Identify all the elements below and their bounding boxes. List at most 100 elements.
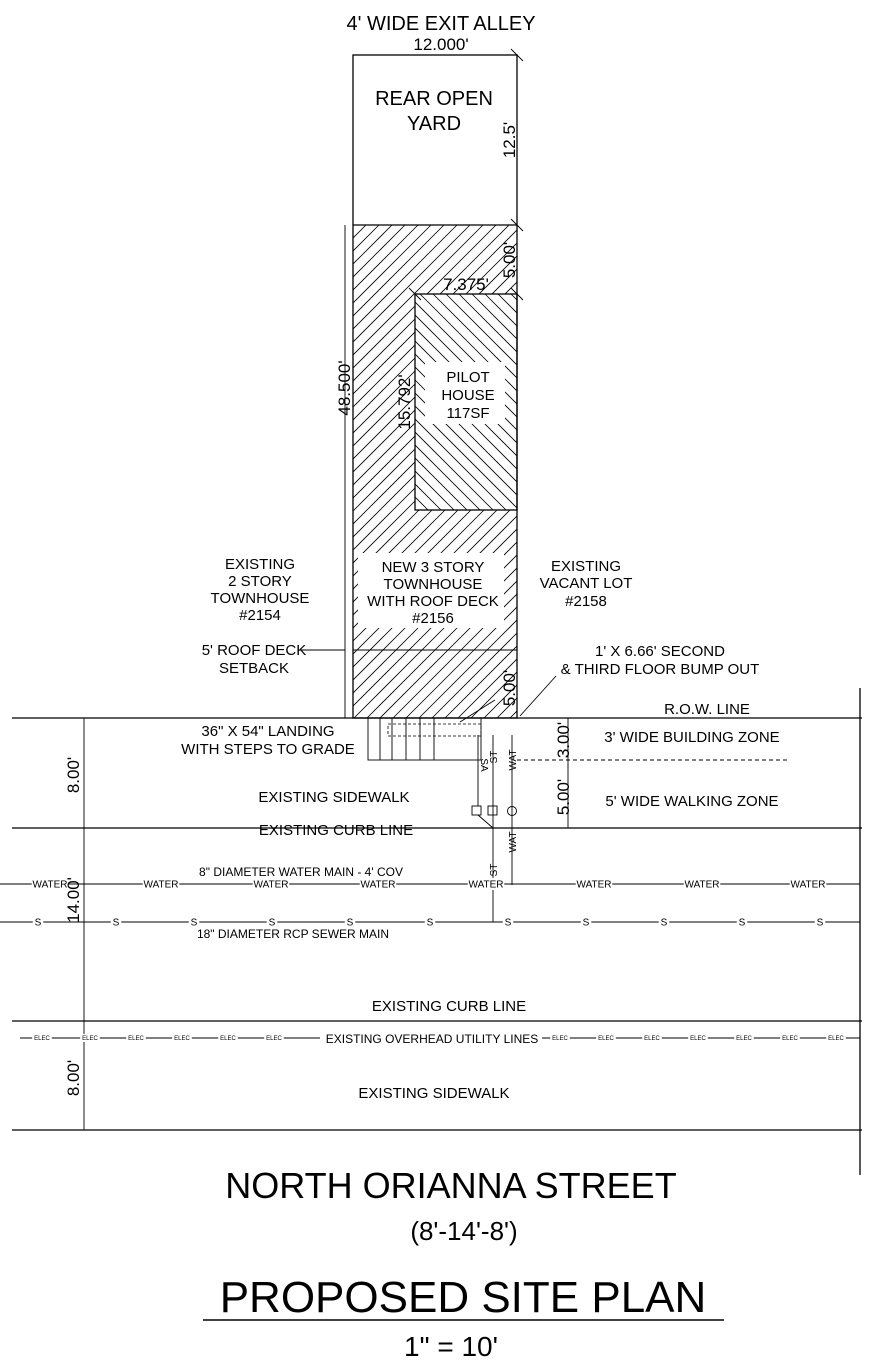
hatch-line bbox=[602, 294, 818, 510]
hatch-line bbox=[353, 225, 484, 356]
right-neighbor-number: #2158 bbox=[565, 593, 607, 610]
hatch-line bbox=[458, 294, 517, 353]
hatch-line bbox=[415, 509, 416, 510]
landing-leader bbox=[459, 699, 496, 723]
sidewalk-top-label: EXISTING SIDEWALK bbox=[258, 789, 409, 806]
elec-tag-bg bbox=[550, 1034, 570, 1042]
landing-label: 36" X 54" LANDING bbox=[201, 723, 334, 740]
pilot-house-area: 117SF bbox=[446, 405, 489, 422]
roof-setback-dim: 5.00' bbox=[500, 670, 519, 706]
hatch-line bbox=[431, 632, 517, 718]
sewer-tag: S bbox=[661, 918, 668, 929]
hatch-line bbox=[366, 567, 517, 718]
elec-tag: ELEC bbox=[174, 1036, 190, 1042]
right-neighbor-label: EXISTING bbox=[551, 558, 621, 575]
street-section: (8'-14'-8') bbox=[410, 1216, 517, 1246]
elec-tag-bg bbox=[218, 1034, 238, 1042]
elec-tag-bg bbox=[264, 1034, 284, 1042]
cleanout-box bbox=[487, 805, 498, 816]
hatch-line bbox=[415, 431, 494, 510]
elec-tag-bg bbox=[172, 1034, 192, 1042]
townhouse-label: NEW 3 STORY bbox=[382, 559, 485, 576]
storm-tag: ST bbox=[489, 864, 500, 877]
hatch-line bbox=[510, 294, 517, 301]
left-neighbor-label: TOWNHOUSE bbox=[211, 590, 310, 607]
hatch-line bbox=[415, 405, 517, 509]
sewer-tag-bg bbox=[188, 916, 200, 928]
curb-bottom-label: EXISTING CURB LINE bbox=[372, 998, 526, 1015]
street-name: NORTH ORIANNA STREET bbox=[225, 1165, 676, 1206]
hatch-line bbox=[654, 294, 870, 510]
water-tag-bg bbox=[467, 878, 505, 890]
elec-tag-bg bbox=[642, 1034, 662, 1042]
street-width-dim: 14.00' bbox=[64, 877, 83, 923]
sewer-main-label: 18" DIAMETER RCP SEWER MAIN bbox=[197, 927, 389, 941]
water-tag: WATER bbox=[254, 880, 289, 891]
landing-steps bbox=[367, 717, 482, 761]
sewer-tag: S bbox=[191, 918, 198, 929]
sidewalk-bottom-dim: 8.00' bbox=[64, 1060, 83, 1096]
townhouse-label: WITH ROOF DECK bbox=[367, 593, 499, 610]
pilot-house-label: PILOT bbox=[446, 369, 489, 386]
roof-setback-label: SETBACK bbox=[219, 660, 289, 677]
hatch-line bbox=[353, 225, 497, 369]
elec-tag: ELEC bbox=[598, 1036, 614, 1042]
hatch-line bbox=[628, 294, 844, 510]
hatch-line bbox=[718, 225, 874, 718]
water-tag: WATER bbox=[361, 880, 396, 891]
hatch-line bbox=[392, 593, 517, 718]
townhouse-label-bg bbox=[358, 553, 504, 628]
exit-alley-label: 4' WIDE EXIT ALLEY bbox=[346, 13, 535, 35]
cleanout-box bbox=[471, 805, 482, 816]
hatch-line bbox=[353, 225, 445, 317]
hatch-line bbox=[353, 225, 393, 265]
hatch-line bbox=[415, 444, 481, 510]
sewer-tag-bg bbox=[814, 916, 826, 928]
elec-tag: ELEC bbox=[552, 1036, 568, 1042]
hatch-line bbox=[353, 225, 380, 252]
rear-yard-dim: 12.5' bbox=[500, 122, 519, 158]
pilot-house-label: HOUSE bbox=[441, 387, 494, 404]
sewer-tag-bg bbox=[658, 916, 670, 928]
sewer-tag: S bbox=[505, 918, 512, 929]
hatch-line bbox=[770, 225, 874, 718]
hatch-line bbox=[732, 294, 874, 510]
townhouse-label: TOWNHOUSE bbox=[384, 576, 483, 593]
water-tag: WAT bbox=[508, 831, 519, 852]
sewer-tag-bg bbox=[266, 916, 278, 928]
sewer-tag: S bbox=[427, 918, 434, 929]
left-neighbor-label: 2 STORY bbox=[228, 573, 292, 590]
water-tag: WATER bbox=[144, 880, 179, 891]
bump-out-label: 1' X 6.66' SECOND bbox=[595, 643, 725, 660]
row-line-label: R.O.W. LINE bbox=[664, 701, 750, 718]
sewer-tag-bg bbox=[502, 916, 514, 928]
water-tag: WATER bbox=[469, 880, 504, 891]
hatch-line bbox=[796, 225, 874, 718]
elec-tag-bg bbox=[32, 1034, 52, 1042]
water-tag: WAT bbox=[508, 749, 519, 770]
hatch-line bbox=[471, 294, 517, 340]
bump-out-label: & THIRD FLOOR BUMP OUT bbox=[561, 661, 760, 678]
elec-tag: ELEC bbox=[828, 1036, 844, 1042]
water-tag-bg bbox=[252, 878, 290, 890]
elec-tag: ELEC bbox=[782, 1036, 798, 1042]
right-neighbor-label: VACANT LOT bbox=[540, 575, 633, 592]
water-tag-bg bbox=[683, 878, 721, 890]
hatch-line bbox=[353, 225, 367, 239]
hatch-line bbox=[432, 294, 517, 379]
elec-tag-bg bbox=[126, 1034, 146, 1042]
sewer-tag-bg bbox=[424, 916, 436, 928]
sewer-tag: S bbox=[113, 918, 120, 929]
elec-tag: ELEC bbox=[736, 1036, 752, 1042]
bump-out-outline bbox=[387, 723, 482, 737]
hatch-line bbox=[445, 294, 517, 366]
sidewalk-bottom-label: EXISTING SIDEWALK bbox=[358, 1085, 509, 1102]
storm-tag: ST bbox=[489, 751, 500, 764]
sanitary-tag: SA bbox=[478, 758, 489, 772]
hatch-line bbox=[353, 554, 517, 718]
water-tag-bg bbox=[575, 878, 613, 890]
hatch-line bbox=[415, 301, 517, 405]
hatch-line bbox=[353, 502, 517, 668]
